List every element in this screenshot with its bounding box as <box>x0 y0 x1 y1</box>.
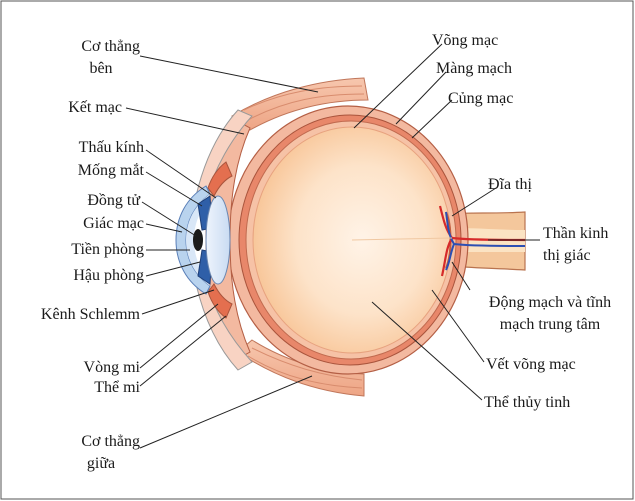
label-anterior-chamber: Tiền phòng <box>71 241 144 258</box>
label-optic-nerve-line2: thị giác <box>543 247 591 264</box>
leader-lines <box>125 43 540 449</box>
label-sclera: Củng mạc <box>448 90 514 107</box>
label-ciliary-body: Thể mi <box>94 379 140 396</box>
label-optic-disc: Đĩa thị <box>488 176 532 193</box>
anterior-chamber <box>186 194 210 286</box>
label-choroid: Màng mạch <box>436 60 512 77</box>
label-medial-rectus-line1: Cơ thẳng <box>81 433 140 450</box>
label-optic-nerve: Thần kinh thị giác <box>543 223 608 267</box>
optic-axis <box>351 237 453 241</box>
central-vein <box>445 211 526 271</box>
label-posterior-chamber: Hậu phòng <box>73 267 144 284</box>
label-schlemm-canal: Kênh Schlemm <box>40 306 140 323</box>
label-pupil: Đồng tử <box>87 192 140 209</box>
label-macula: Vết võng mạc <box>486 356 576 373</box>
label-iris: Mống mắt <box>77 162 144 179</box>
label-vitreous-body: Thể thủy tinh <box>484 394 571 411</box>
label-cornea: Giác mạc <box>83 215 144 232</box>
label-central-vessels-line2: mạch trung tâm <box>499 316 601 333</box>
label-central-vessels-line1: Động mạch và tĩnh <box>488 294 612 311</box>
label-retina: Võng mạc <box>432 32 499 49</box>
label-lateral-rectus: Cơ thẳng bên <box>40 36 140 80</box>
label-lateral-rectus-line2: bên <box>89 60 113 77</box>
label-medial-rectus: Cơ thẳng giữa <box>40 431 140 475</box>
label-optic-nerve-line1: Thần kinh <box>543 225 609 242</box>
label-ciliary-ring: Vòng mi <box>83 359 140 376</box>
ciliary-body-upper <box>207 161 233 197</box>
lateral-rectus-muscle <box>231 77 369 131</box>
ciliary-body-lower <box>207 283 233 319</box>
label-central-vessels: Động mạch và tĩnh mạch trung tâm <box>470 292 630 336</box>
label-lateral-rectus-line1: Cơ thẳng <box>81 38 140 55</box>
pupil <box>193 229 203 251</box>
lens <box>205 195 231 285</box>
label-medial-rectus-line2: giữa <box>86 455 116 472</box>
label-conjunctiva: Kết mạc <box>68 99 122 116</box>
label-lens: Thấu kính <box>78 139 144 156</box>
